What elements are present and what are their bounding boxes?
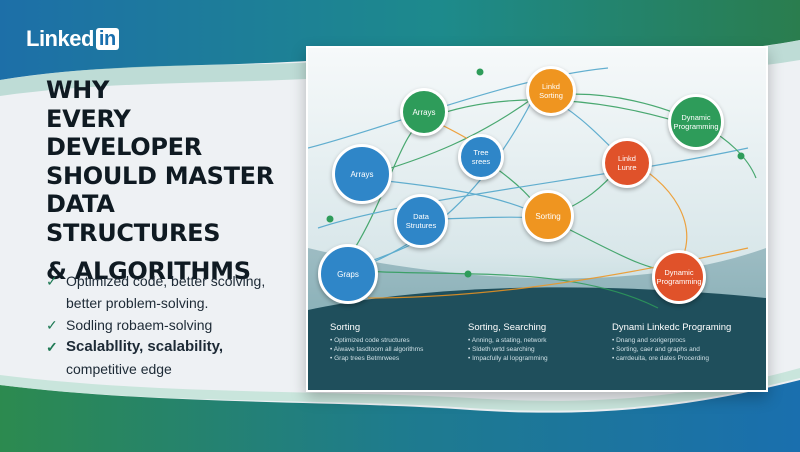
summary-column: Sorting, Searching Anning, a stating, ne… bbox=[468, 322, 608, 363]
headline: WHY EVERY DEVELOPER SHOULD MASTER DATA S… bbox=[46, 76, 296, 286]
list-item-text: Scalabllity, scalability, bbox=[66, 338, 224, 355]
node-sorting: Sorting bbox=[522, 190, 574, 242]
list-item: better problem-solving. bbox=[46, 292, 316, 314]
node-graphs: Graps bbox=[318, 244, 378, 304]
summary-column: Dynami Linkedc Programing Dnang and sori… bbox=[612, 322, 762, 363]
node-dynamic-programming: Dynamic Programming bbox=[668, 94, 724, 150]
brand-name: Linked bbox=[26, 26, 94, 51]
column-heading: Dynami Linkedc Programing bbox=[612, 322, 732, 333]
benefit-list: ✓ Optimized code, better scolving, bette… bbox=[46, 270, 316, 380]
list-item: ✓ Optimized code, better scolving, bbox=[46, 270, 316, 292]
column-item: Grap trees Betmrwees bbox=[330, 354, 470, 363]
check-icon: ✓ bbox=[46, 317, 58, 333]
brand-badge: in bbox=[95, 28, 119, 50]
node-linked-sorting: Linkd Sorting bbox=[526, 66, 576, 116]
column-heading: Sorting bbox=[330, 322, 361, 333]
column-item: Impacfully al lopgramming bbox=[468, 354, 608, 363]
headline-line: WHY bbox=[46, 76, 110, 104]
summary-columns: Sorting Optimized code structures Aiwave… bbox=[308, 310, 766, 390]
column-item: Dnang and sorigerprocs bbox=[612, 336, 762, 345]
headline-line: DEVELOPER bbox=[46, 133, 202, 161]
node-trees: Tree srees bbox=[458, 134, 504, 180]
column-item: Sorting, caer and graphs and bbox=[612, 345, 762, 354]
headline-line: EVERY bbox=[46, 104, 131, 133]
list-item-text: Optimized code, better scolving, bbox=[66, 273, 266, 289]
list-item-text: better problem-solving. bbox=[66, 295, 209, 311]
column-item: carrdeuita, ore dates Procerding bbox=[612, 354, 762, 363]
headline-line: & ALGORITHMS bbox=[46, 257, 251, 285]
list-item-text: competitive edge bbox=[66, 361, 172, 377]
column-item: Sldeth wrtd searching bbox=[468, 345, 608, 354]
check-icon: ✓ bbox=[46, 273, 58, 289]
column-heading: Sorting, Searching bbox=[468, 322, 547, 333]
linkedin-logo: Linked in bbox=[26, 26, 119, 52]
check-icon: ✓ bbox=[46, 339, 58, 355]
column-item: Aiwave tasdtoom all algorithms bbox=[330, 345, 470, 354]
column-item: Anning, a stating, network bbox=[468, 336, 608, 345]
summary-column: Sorting Optimized code structures Aiwave… bbox=[330, 322, 470, 363]
list-item-text: Sodling robaem-solving bbox=[66, 317, 213, 333]
headline-line: SHOULD MASTER bbox=[46, 161, 274, 190]
network-illustration-panel: Arrays Linkd Sorting Dynamic Programming… bbox=[306, 46, 768, 392]
list-item: ✓ Sodling robaem-solving bbox=[46, 314, 316, 336]
list-item: competitive edge bbox=[46, 358, 316, 380]
node-arrays-left: Arrays bbox=[332, 144, 392, 204]
headline-line: DATA STRUCTURES bbox=[46, 190, 221, 247]
node-dynamic-programming-2: Dynamic Programming bbox=[652, 250, 706, 304]
node-linked-lunre: Linkd Lunre bbox=[602, 138, 652, 188]
column-item: Optimized code structures bbox=[330, 336, 470, 345]
node-data-structures: Data Strutures bbox=[394, 194, 448, 248]
node-arrays-top: Arrays bbox=[400, 88, 448, 136]
list-item: ✓ Scalabllity, scalability, bbox=[46, 336, 316, 358]
